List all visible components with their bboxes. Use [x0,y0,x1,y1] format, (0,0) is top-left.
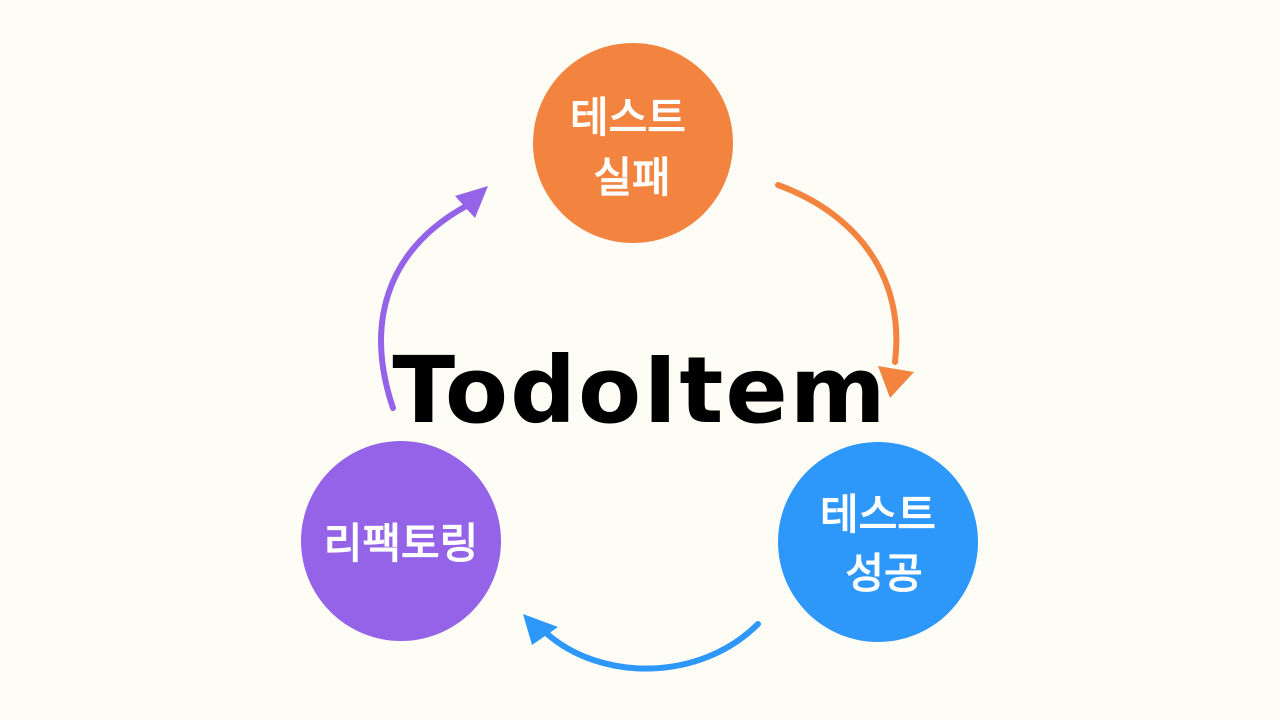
arrowhead-fail-to-success [878,366,914,398]
node-test-fail-circle [533,43,733,243]
node-refactoring: 리팩토링 [301,441,501,641]
center-title: TodoItem [392,337,887,444]
node-test-success-label-line2: 성공 [845,549,922,598]
arrowhead-refactor-to-fail [455,186,488,218]
node-test-fail: 테스트 실패 [533,43,733,243]
cycle-arrows [378,182,914,672]
node-test-fail-label-line1: 테스트 [570,93,686,142]
node-refactoring-label: 리팩토링 [324,519,479,568]
node-test-success-label-line1: 테스트 [820,490,936,539]
node-refactoring-circle [301,441,501,641]
arrow-fail-to-success [775,182,900,365]
arrow-success-to-refactor [542,621,761,672]
arrow-refactor-to-fail [378,202,471,411]
node-test-success: 테스트 성공 [778,442,978,642]
arrowhead-success-to-refactor [523,614,558,645]
node-test-success-circle [778,442,978,642]
node-test-fail-label-line2: 실패 [593,153,670,202]
